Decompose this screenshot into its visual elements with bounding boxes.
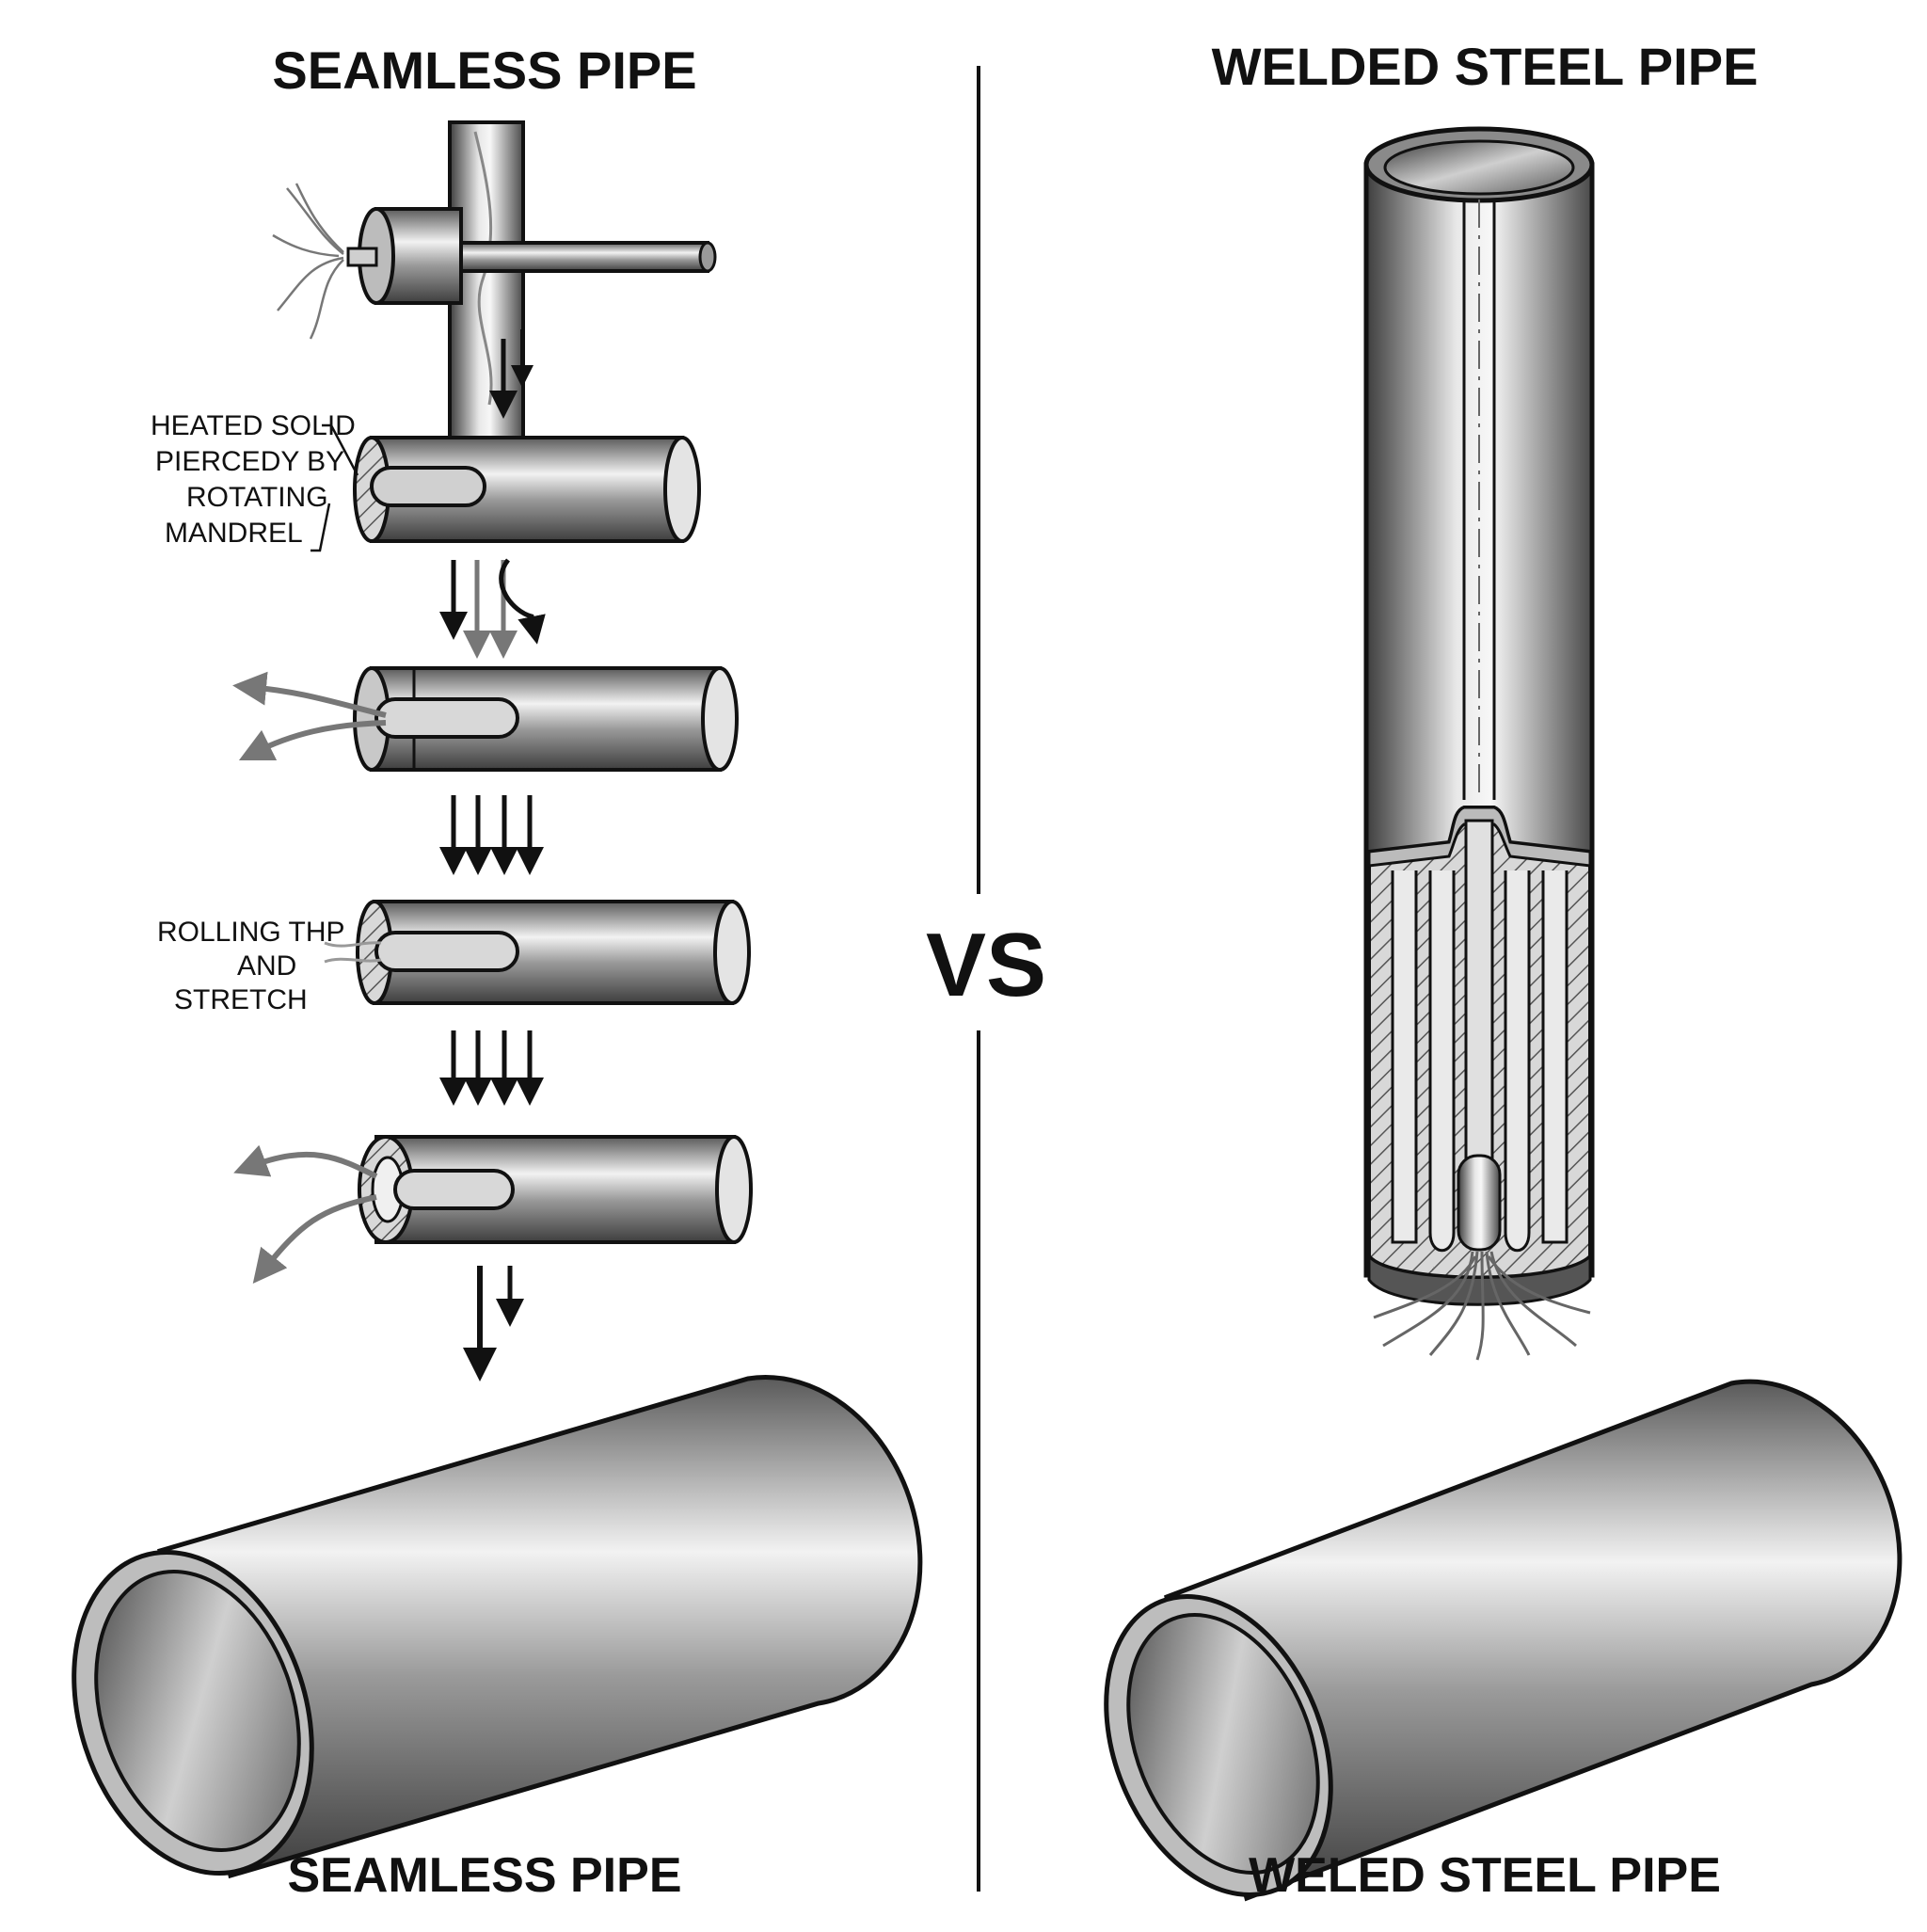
seamless-bottom-label: SEAMLESS PIPE xyxy=(288,1848,682,1903)
welded-cutaway-pipe xyxy=(1363,126,1595,1361)
step1-label-line4: MANDREL xyxy=(165,518,303,549)
step3-label-line3: STRETCH xyxy=(174,984,308,1015)
step2-arrows xyxy=(439,795,544,875)
step1-label-line1: HEATED SOLID xyxy=(151,410,356,441)
seamless-finished-pipe xyxy=(72,1375,923,1879)
heat-lines-left xyxy=(272,183,344,340)
step3-label-line2: AND xyxy=(237,950,296,982)
step1-leader xyxy=(311,423,359,552)
welded-title: WELDED STEEL PIPE xyxy=(1212,37,1759,96)
step4-tube xyxy=(233,1135,753,1285)
step1-arrows xyxy=(439,558,546,659)
mandrel-collar xyxy=(346,207,717,305)
step1-billet xyxy=(353,436,701,543)
seamless-title: SEAMLESS PIPE xyxy=(272,40,696,100)
welded-bottom-label: WELED STEEL PIPE xyxy=(1249,1848,1721,1903)
step1-label-line3: ROTATING xyxy=(186,482,328,513)
step2-billet xyxy=(232,666,739,772)
step3-label-line1: ROLLING THP xyxy=(157,917,345,948)
step3-billet xyxy=(324,900,751,1005)
step4-arrows xyxy=(463,1266,524,1381)
vs-label: VS xyxy=(926,915,1046,1015)
welded-finished-pipe xyxy=(1104,1379,1903,1902)
step1-label-line2: PIERCEDY BY xyxy=(155,446,344,477)
feed-arrows xyxy=(489,329,534,419)
step3-arrows xyxy=(439,1030,544,1106)
